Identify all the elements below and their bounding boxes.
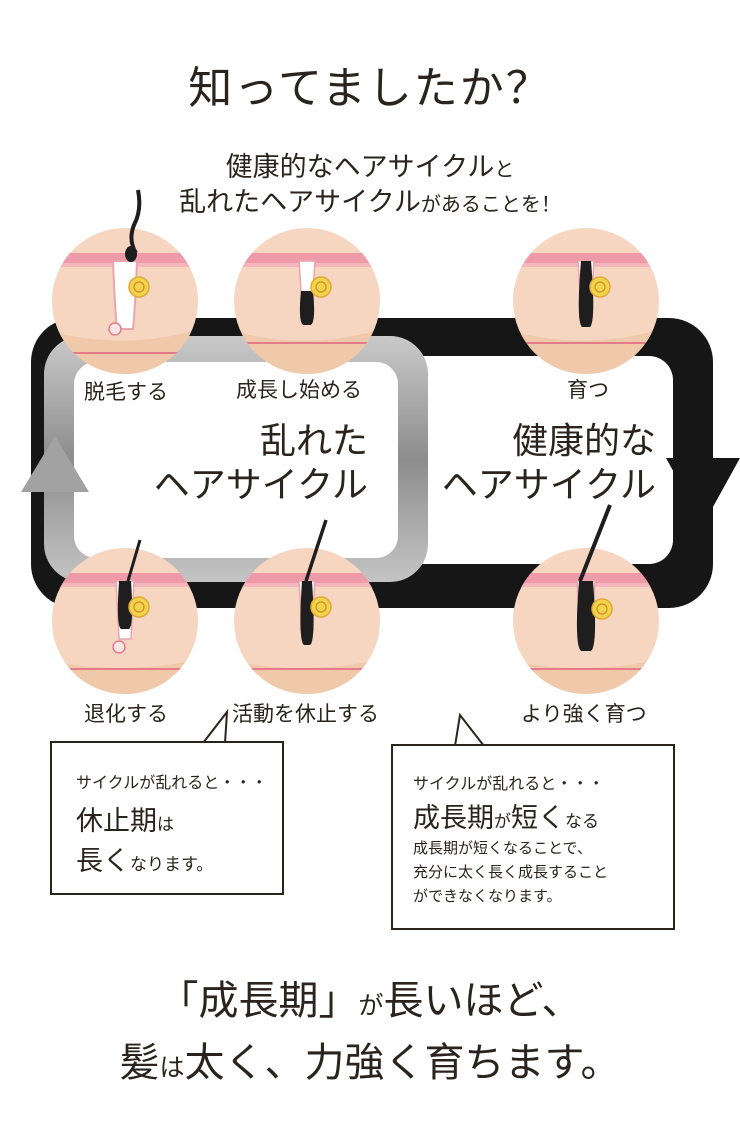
- stage-regression: 退化する: [84, 702, 168, 726]
- disturbed-cycle-label: 乱れた ヘアサイクル: [153, 421, 368, 506]
- bubble-rest-period: サイクルが乱れると・・・ 休止期は 長くなります。: [50, 741, 284, 895]
- stage-rest: 活動を休止する: [232, 702, 379, 726]
- healthy-cycle-label: 健康的な ヘアサイクル: [441, 421, 656, 506]
- stage-grow: 育つ: [567, 378, 609, 402]
- follicle-grow-icon: [513, 228, 659, 374]
- stage-hair-removal: 脱毛する: [84, 380, 168, 404]
- intro-line-2: 乱れたヘアサイクルがあることを！: [179, 187, 561, 218]
- loose-hair-icon: [129, 189, 142, 255]
- stage-growth-start: 成長し始める: [236, 378, 362, 402]
- bubble-right-note: 成長期が短くなることで、 充分に太く長く成長すること ができなくなります。: [413, 839, 609, 905]
- closing-line-2: 髪は太く、力強く育ちます。: [119, 1040, 621, 1086]
- bubble-left-line3: 長くなります。: [76, 846, 214, 877]
- bubble-growth-period: サイクルが乱れると・・・ 成長期が短くなる 成長期が短くなることで、 充分に太く…: [391, 744, 675, 930]
- closing-line-1: 「成長期」が長いほど、: [158, 978, 582, 1024]
- intro-line-1: 健康的なヘアサイクルと: [225, 152, 515, 183]
- bubble-left-line2: 休止期は: [76, 806, 174, 837]
- follicle-grow-stronger-icon: [513, 548, 659, 694]
- disturbed-cycle-inner: [74, 362, 398, 558]
- bubble-right-line2: 成長期が短くなる: [413, 803, 599, 834]
- page-title: 知ってましたか？: [188, 63, 552, 114]
- stage-grow-stronger: より強く育つ: [521, 702, 647, 726]
